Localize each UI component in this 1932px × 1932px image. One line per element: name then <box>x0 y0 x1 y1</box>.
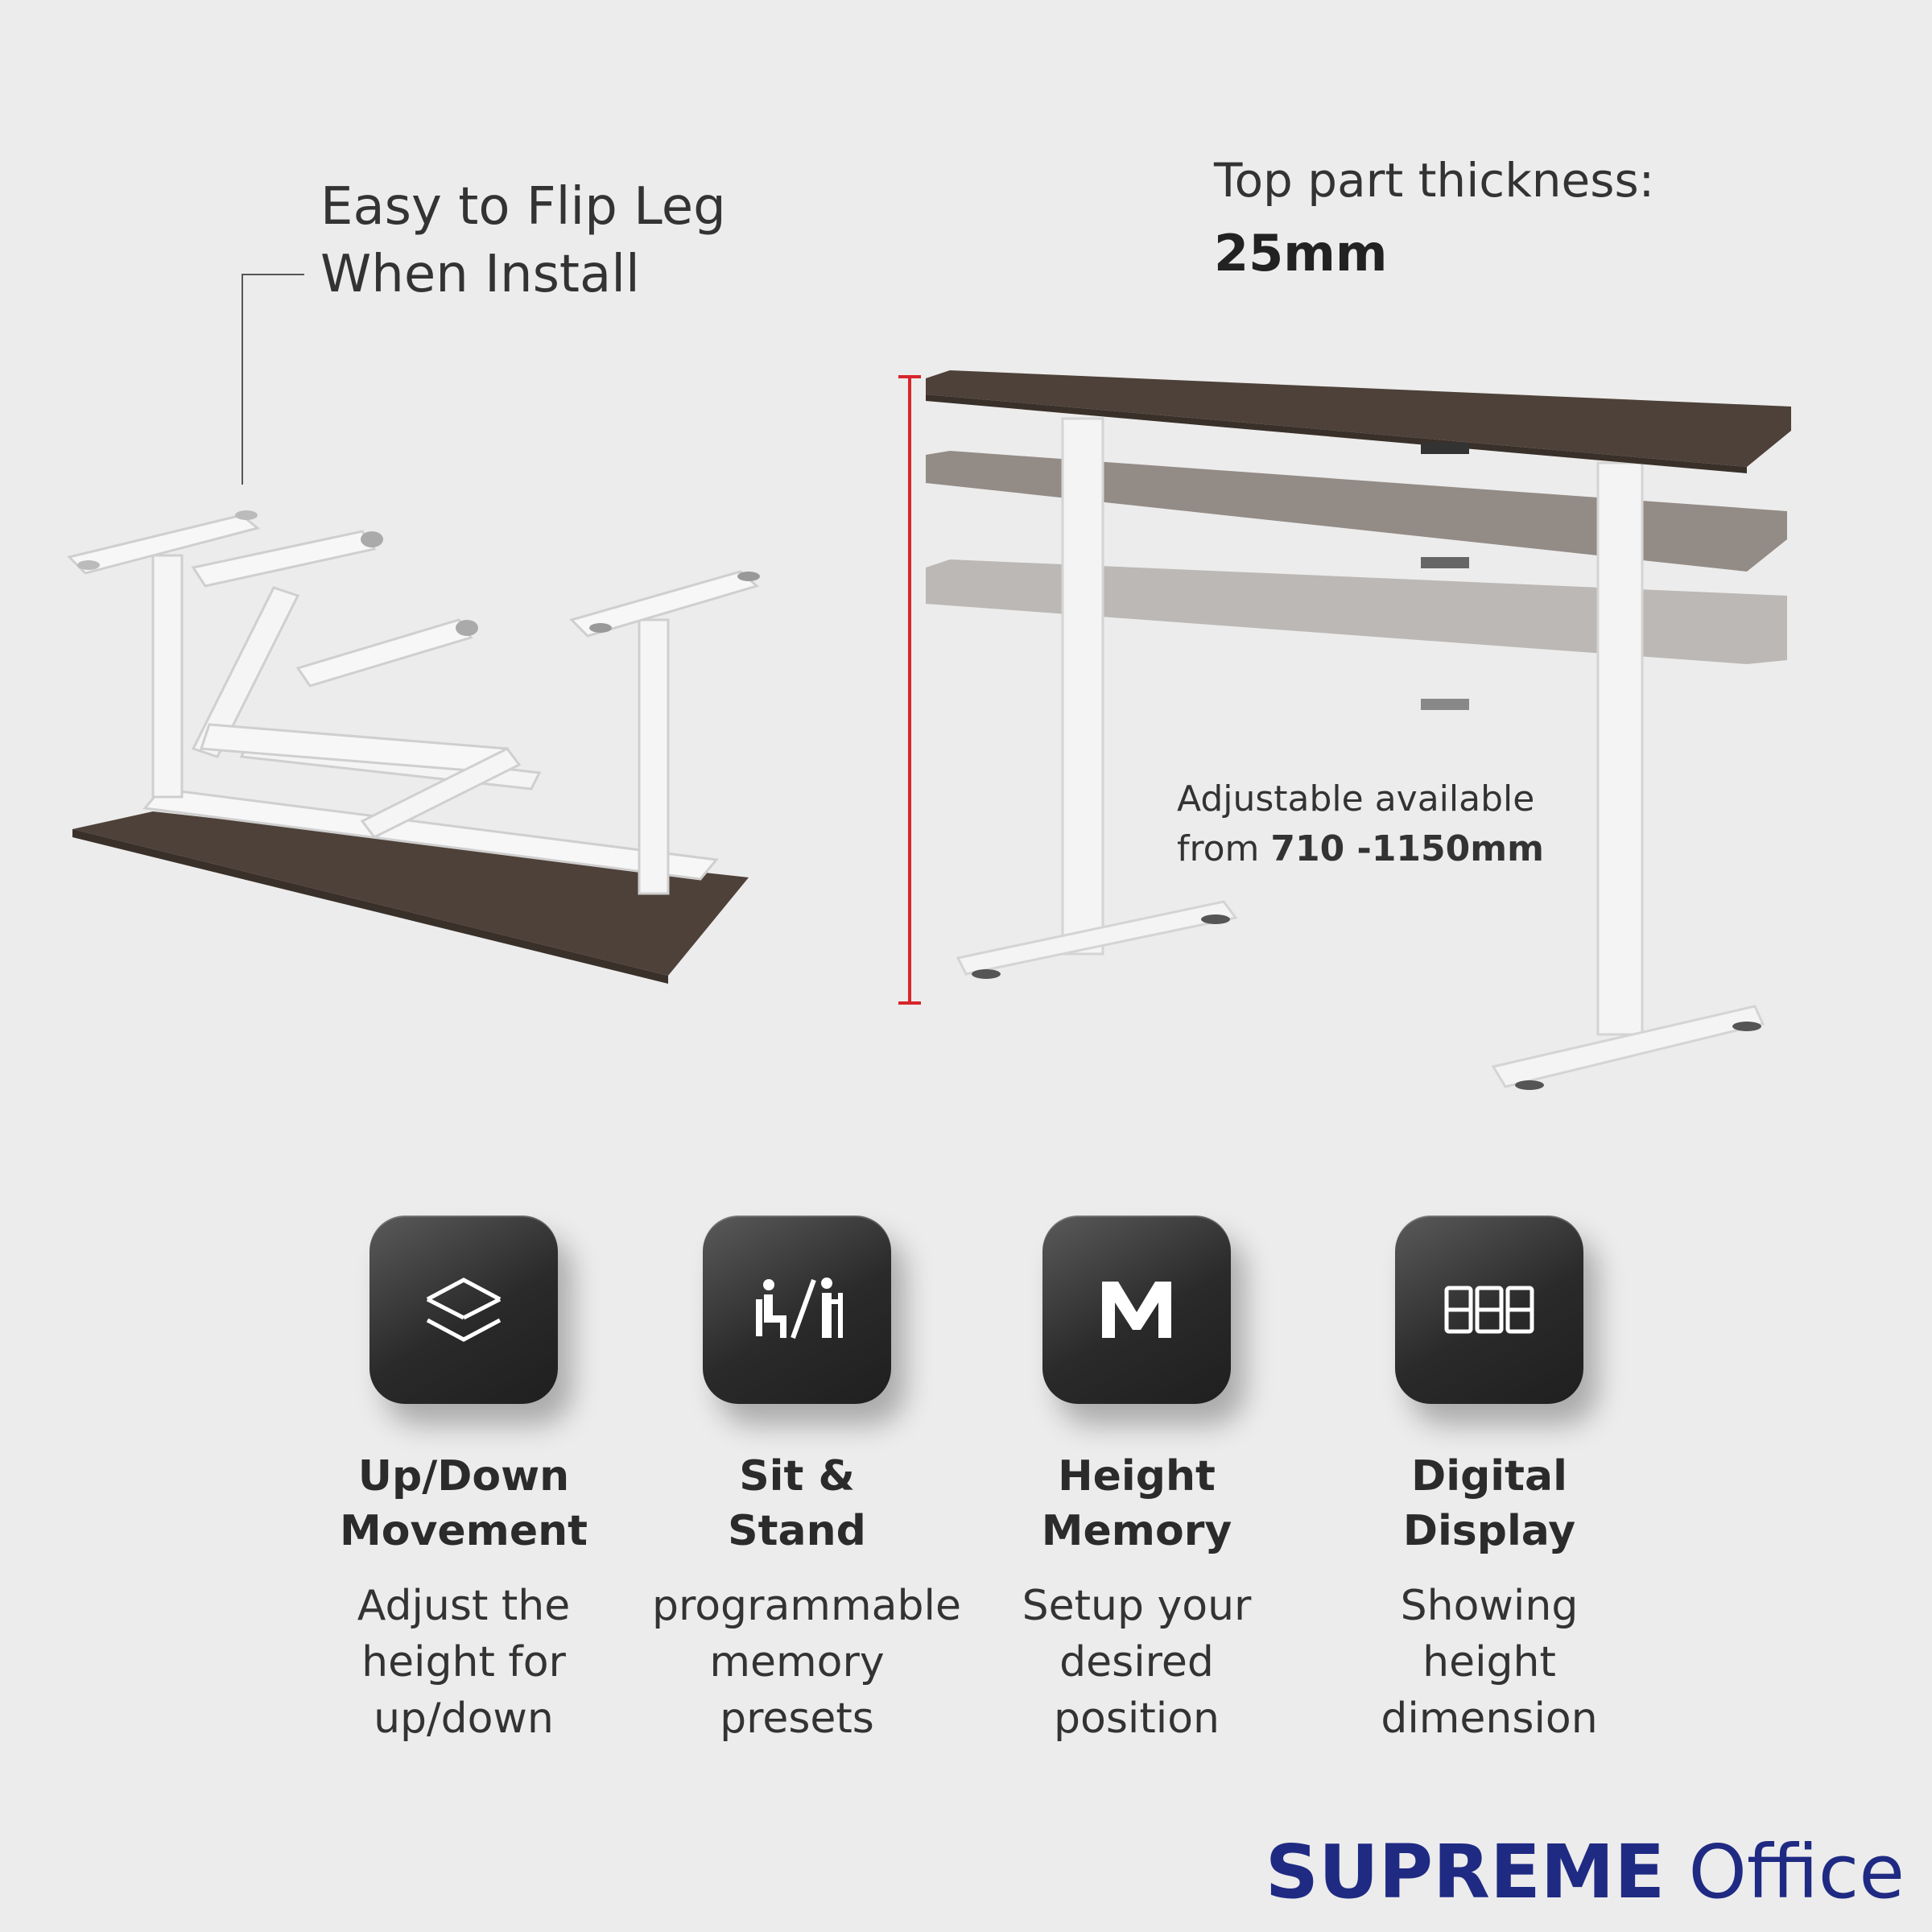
height-indicator-top-cap <box>898 375 921 378</box>
brand-name-regular: Office <box>1665 1829 1905 1915</box>
feature-desc-line: height <box>1422 1638 1556 1686</box>
standing-desk-illustration <box>926 370 1791 1090</box>
feature-height-memory: Height Memory Setup your desired positio… <box>992 1216 1282 1747</box>
feature-title-line1: Up/Down <box>357 1452 570 1501</box>
feature-title: Height Memory <box>992 1449 1282 1558</box>
feature-desc-line: Adjust the <box>357 1582 571 1630</box>
feature-title-line2: Movement <box>340 1507 588 1555</box>
feature-desc-line: height for <box>361 1638 566 1686</box>
memory-m-icon <box>1042 1216 1231 1404</box>
adjustable-range-value: 710 -1150mm <box>1270 828 1544 869</box>
up-down-chevrons-icon <box>369 1216 558 1404</box>
feature-title: Digital Display <box>1344 1449 1634 1558</box>
height-indicator-bottom-cap <box>898 1001 921 1005</box>
adjustable-line2: from 710 -1150mm <box>1177 824 1544 874</box>
flip-leg-line2: When Install <box>320 245 640 304</box>
feature-title-line2: Memory <box>1041 1507 1232 1555</box>
feature-desc-line: position <box>1054 1695 1220 1743</box>
feature-title-line1: Sit & <box>739 1452 855 1501</box>
digital-display-icon <box>1395 1216 1583 1404</box>
feature-desc-line: desired <box>1059 1638 1214 1686</box>
feature-up-down: Up/Down Movement Adjust the height for u… <box>319 1216 609 1747</box>
thickness-value: 25mm <box>1214 224 1388 283</box>
feature-description: Adjust the height for up/down <box>319 1578 609 1747</box>
feature-desc-line: presets <box>720 1695 874 1743</box>
feature-title-line1: Digital <box>1411 1452 1567 1501</box>
feature-title-line2: Stand <box>728 1507 866 1555</box>
feature-title-line1: Height <box>1058 1452 1216 1501</box>
feature-desc-line: Showing <box>1400 1582 1579 1630</box>
feature-title: Sit & Stand <box>652 1449 942 1558</box>
feature-desc-line: dimension <box>1381 1695 1598 1743</box>
adjustable-range-caption: Adjustable available from 710 -1150mm <box>1177 774 1544 874</box>
feature-desc-line: memory <box>709 1638 885 1686</box>
flip-leg-caption: Easy to Flip Leg When Install <box>320 173 726 308</box>
brand-name-bold: SUPREME <box>1265 1829 1666 1915</box>
adjustable-prefix: from <box>1177 828 1271 869</box>
feature-title: Up/Down Movement <box>319 1449 609 1558</box>
height-range-indicator <box>908 377 911 1003</box>
feature-description: Showing height dimension <box>1344 1578 1634 1747</box>
flipped-desk-frame-illustration <box>67 510 760 984</box>
sit-stand-icon <box>703 1216 891 1404</box>
feature-desc-line: Setup your <box>1022 1582 1252 1630</box>
callout-leader-vertical <box>242 274 243 485</box>
thickness-label: Top part thickness: <box>1214 153 1655 208</box>
feature-desc-line: up/down <box>374 1695 554 1743</box>
callout-leader-horizontal <box>242 274 304 275</box>
brand-logo: SUPREME Office <box>1265 1829 1905 1915</box>
adjustable-line1: Adjustable available <box>1177 778 1535 819</box>
feature-desc-line: programmable <box>652 1582 961 1630</box>
flip-leg-line1: Easy to Flip Leg <box>320 177 726 237</box>
feature-title-line2: Display <box>1402 1507 1576 1555</box>
feature-digital-display: Digital Display Showing height dimension <box>1344 1216 1634 1747</box>
feature-sit-stand: Sit & Stand programmable memory presets <box>652 1216 961 1747</box>
feature-description: programmable memory presets <box>652 1578 961 1747</box>
feature-description: Setup your desired position <box>992 1578 1282 1747</box>
